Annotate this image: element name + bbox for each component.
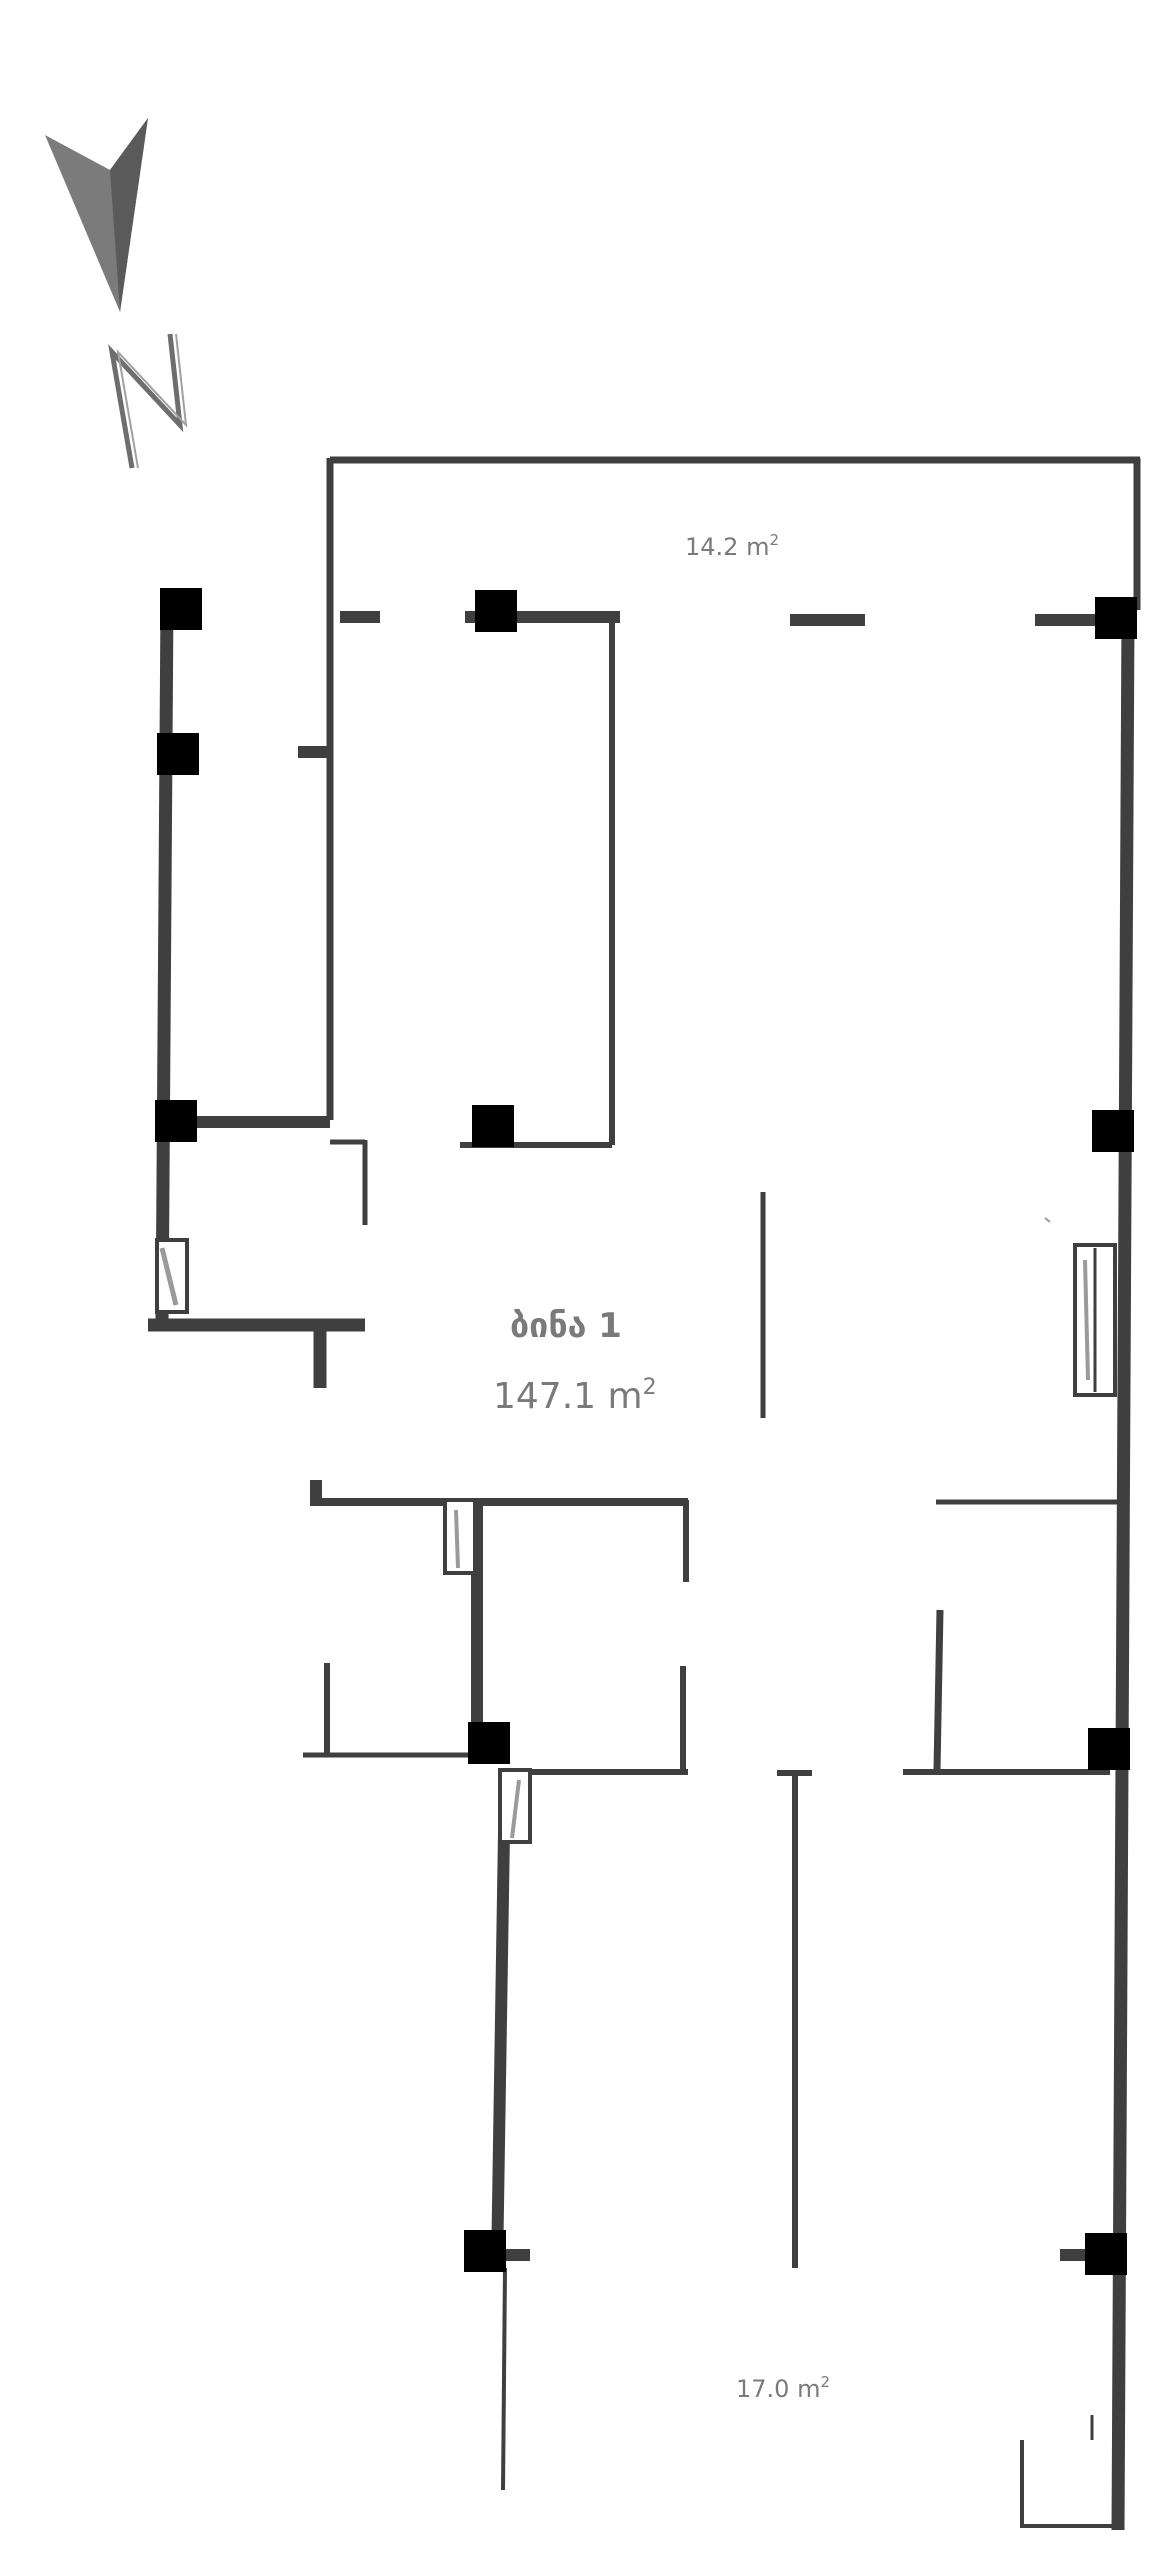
column [1085,2233,1127,2275]
north-letter-icon [108,333,188,469]
column [1088,1728,1130,1770]
column [475,590,517,632]
column [160,588,202,630]
column [1092,1110,1134,1152]
columns [155,588,1137,2275]
north-arrow-icon [45,118,148,312]
column [472,1105,514,1147]
room-bottom-area: 17.0 m2 [736,2373,830,2403]
door-jambs [155,1217,1117,1844]
column [157,733,199,775]
room-top-area: 14.2 m2 [685,531,779,561]
column [464,2230,506,2272]
walls [148,456,1141,2531]
column [1095,597,1137,639]
room-main-area: 147.1 m2 [493,1375,657,1417]
column [468,1722,510,1764]
column [155,1100,197,1142]
room-main-name: ბინა 1 [510,1306,622,1346]
